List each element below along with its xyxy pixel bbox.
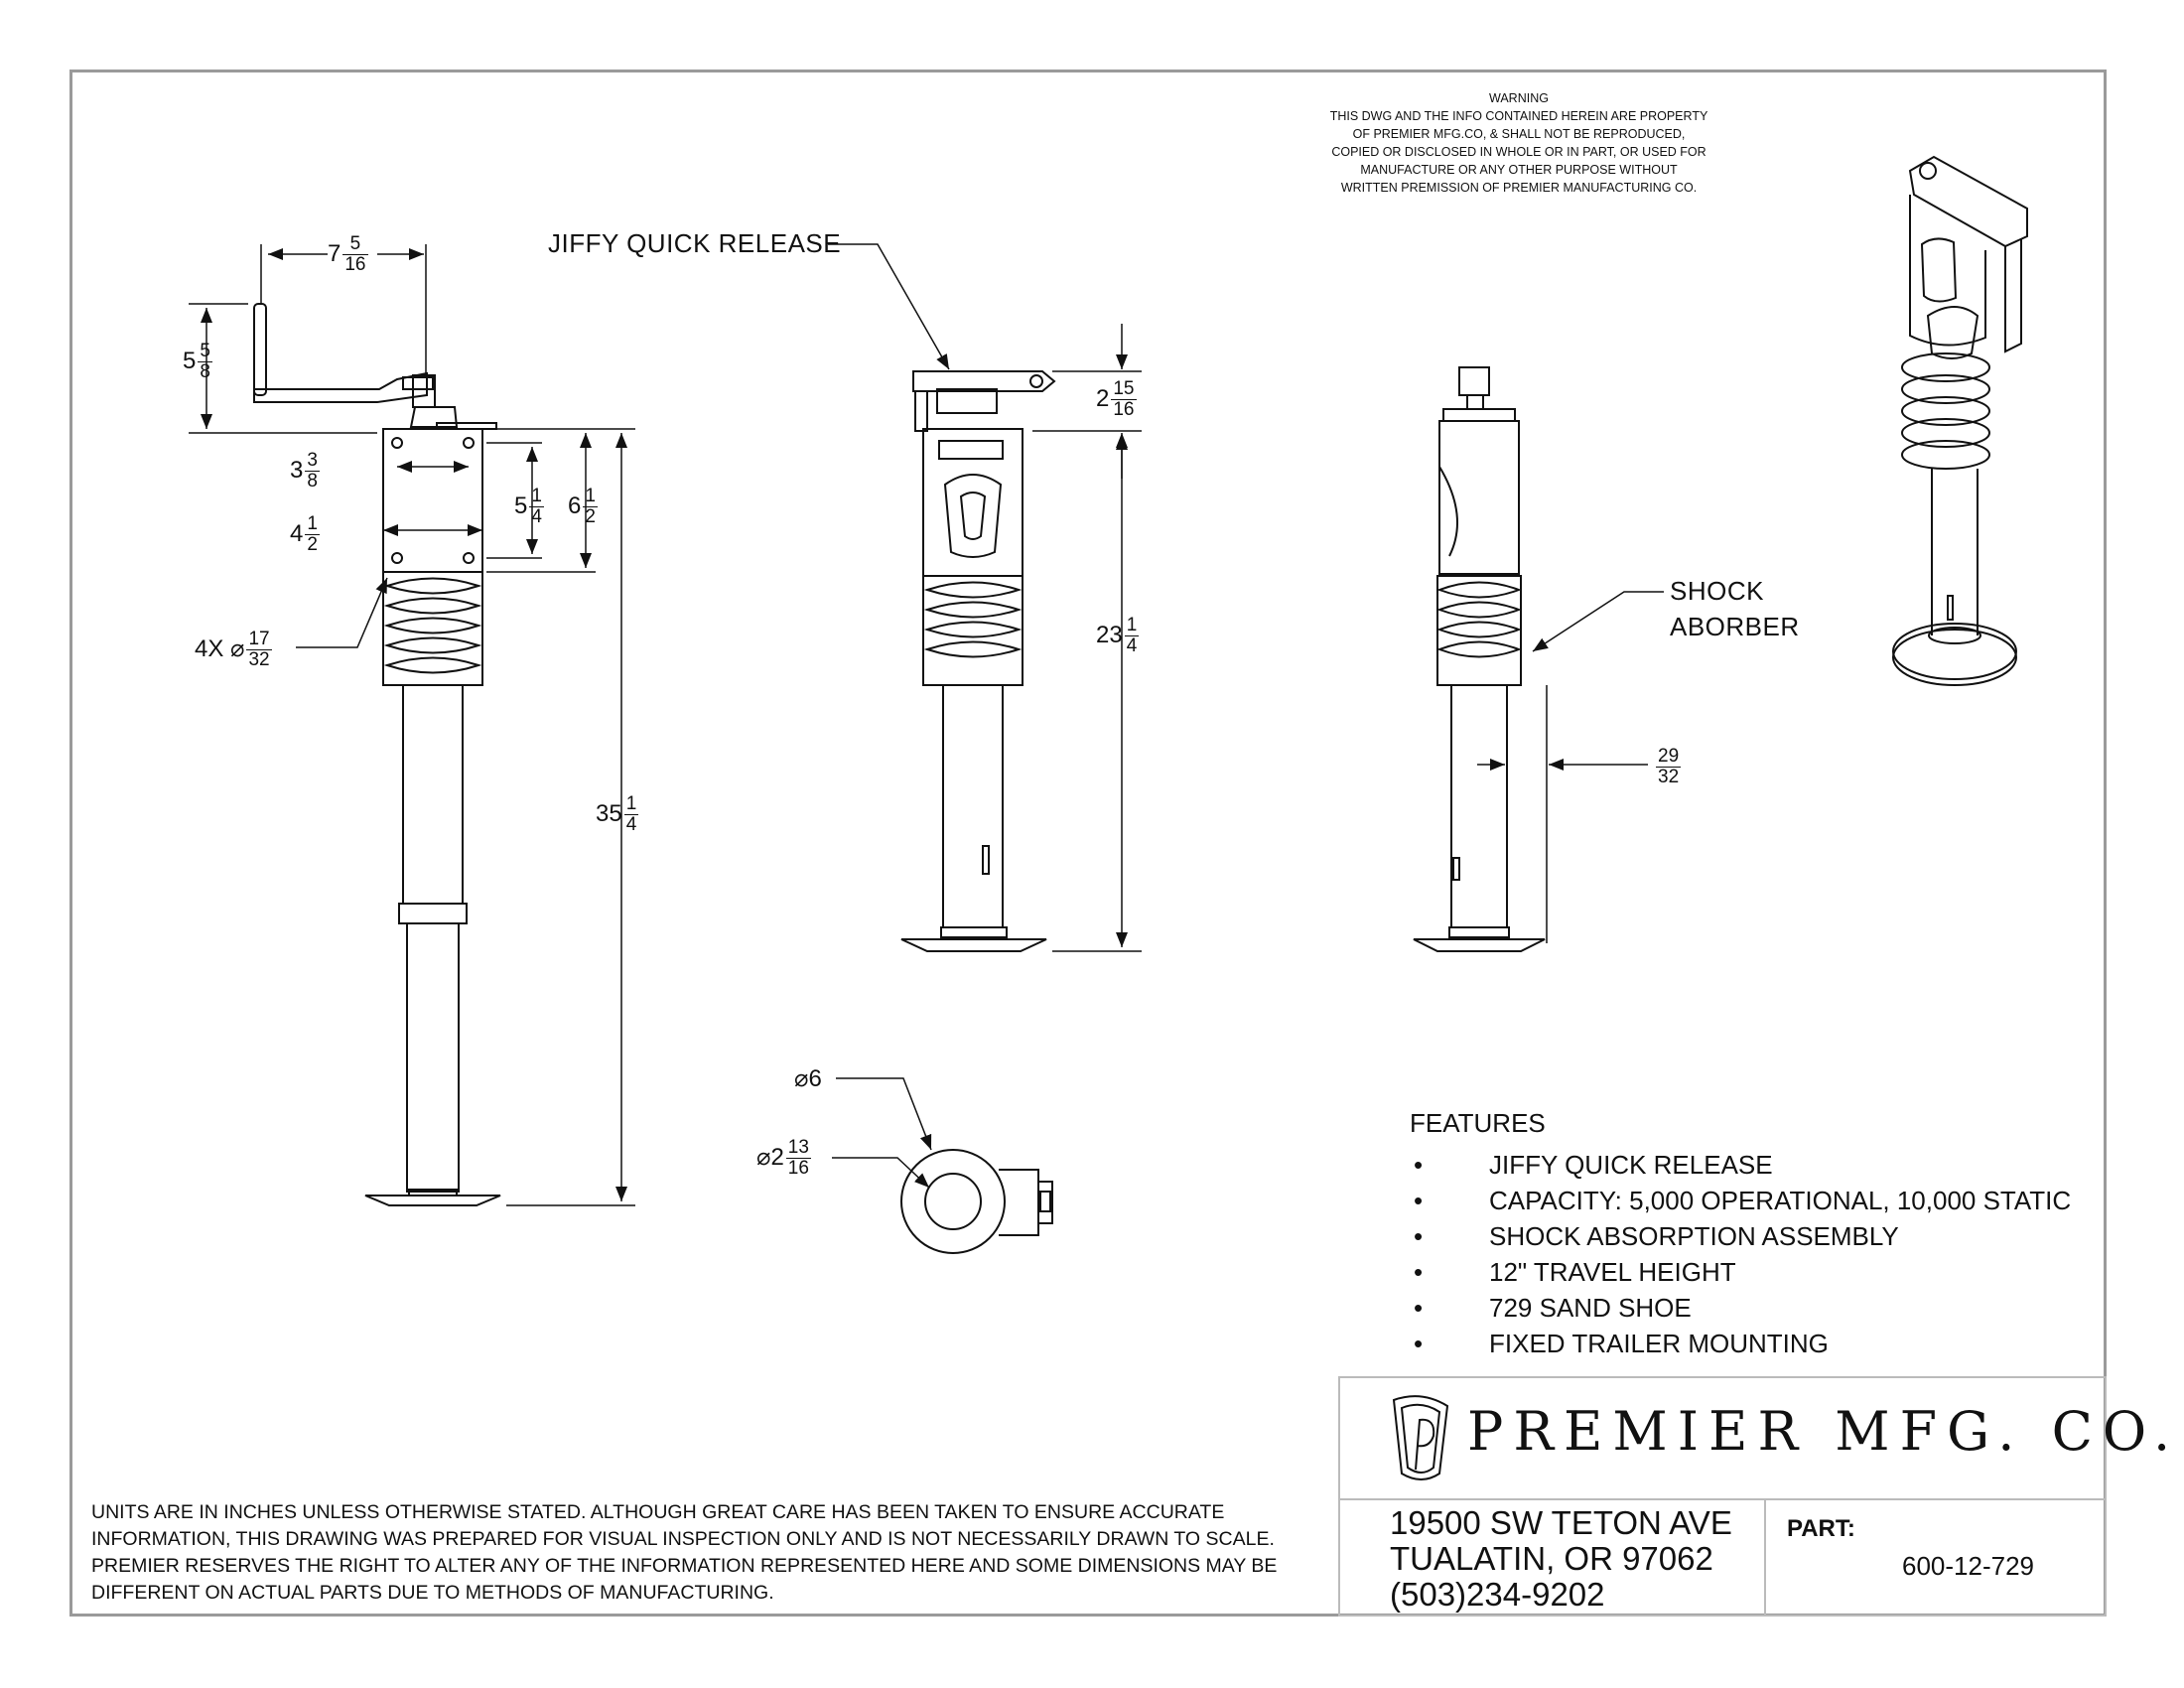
front-view-jack [253,303,501,1206]
feature-item: •SHOCK ABSORPTION ASSEMBLY [1414,1221,1899,1251]
warning-line: MANUFACTURE OR ANY OTHER PURPOSE WITHOUT [1360,163,1678,177]
warning-line: COPIED OR DISCLOSED IN WHOLE OR IN PART,… [1331,145,1706,159]
warning-notice: WARNING THIS DWG AND THE INFO CONTAINED … [1300,89,1737,197]
front-view-dimensions [189,244,635,1206]
features-list: FEATURES •JIFFY QUICK RELEASE •CAPACITY:… [1410,1108,2071,1361]
drawing-border [69,70,2107,1617]
title-block [1338,1376,2107,1617]
warning-title: WARNING [1489,91,1549,105]
side-view-dimensions [828,243,1142,952]
jiffy-callout: JIFFY QUICK RELEASE [548,228,842,258]
part-label: PART: [1787,1515,1855,1542]
shock-callout-line1: SHOCK [1670,576,1764,606]
warning-line: OF PREMIER MFG.CO, & SHALL NOT BE REPROD… [1352,127,1686,141]
address-phone: (503)234-9202 [1390,1576,1605,1613]
features-heading: FEATURES [1410,1108,1546,1138]
premier-logo-icon [1392,1395,1449,1480]
isometric-view-jack [1892,155,2028,686]
warning-line: THIS DWG AND THE INFO CONTAINED HEREIN A… [1329,109,1708,123]
warning-line: WRITTEN PREMISSION OF PREMIER MANUFACTUR… [1340,181,1698,195]
part-number: 600-12-729 [1902,1551,2034,1581]
feature-item: •729 SAND SHOE [1414,1293,1692,1323]
narrow-view-dimensions [1477,591,1664,943]
top-view-jack [900,1149,1053,1254]
shock-callout-line2: ABORBER [1670,612,1800,641]
drawing-notes: UNITS ARE IN INCHES UNLESS OTHERWISE STA… [91,1501,1278,1604]
feature-item: •CAPACITY: 5,000 OPERATIONAL, 10,000 STA… [1414,1186,2072,1215]
narrow-side-view-jack [1413,366,1546,952]
top-view-dimensions [832,1077,932,1189]
feature-item: •FIXED TRAILER MOUNTING [1414,1329,1829,1358]
dim-foot-diameter: ⌀6 [794,1065,822,1092]
feature-item: •JIFFY QUICK RELEASE [1414,1150,1773,1180]
address-city: TUALATIN, OR 97062 [1390,1540,1713,1577]
title-block-lines [1338,1498,2105,1615]
side-view-jack [900,370,1056,952]
feature-item: •12" TRAVEL HEIGHT [1414,1257,1736,1287]
company-name: PREMIER MFG. CO. [1467,1400,2181,1463]
address-street: 19500 SW TETON AVE [1390,1504,1732,1541]
